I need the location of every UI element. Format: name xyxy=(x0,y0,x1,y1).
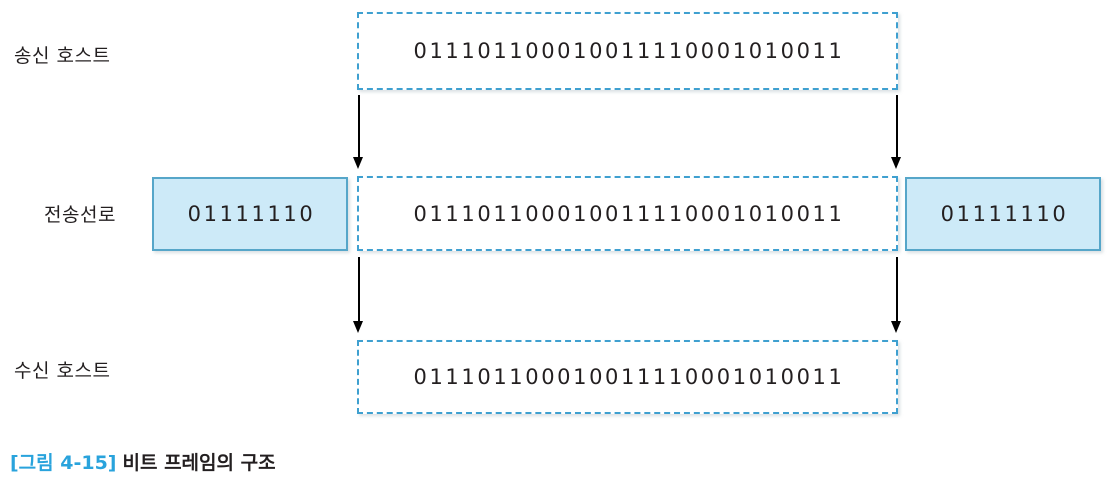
arrow-down-left-top xyxy=(352,95,366,171)
arrow-down-right-bottom xyxy=(890,257,904,335)
figure-caption-number: [그림 4-15] xyxy=(10,452,117,474)
flag-box-right: 01111110 xyxy=(905,177,1101,251)
row-label-sending-host: 송신 호스트 xyxy=(14,45,111,67)
frame-box-sending-host: 011101100010011110001010011 xyxy=(357,12,898,90)
frame-box-transmission-line: 011101100010011110001010011 xyxy=(357,176,898,251)
frame-box-receiving-host: 011101100010011110001010011 xyxy=(357,340,898,414)
flag-bits-right: 01111110 xyxy=(940,202,1069,226)
arrow-shaft xyxy=(358,95,360,159)
figure-caption-title: 비트 프레임의 구조 xyxy=(122,452,276,474)
bit-string-sending-host: 011101100010011110001010011 xyxy=(413,39,845,63)
figure-caption: [그림 4-15]비트 프레임의 구조 xyxy=(10,448,276,475)
arrow-shaft xyxy=(358,257,360,323)
bit-string-transmission-line: 011101100010011110001010011 xyxy=(413,201,845,226)
arrow-head xyxy=(353,157,363,169)
arrow-down-right-top xyxy=(890,95,904,171)
arrow-head xyxy=(353,321,363,333)
arrow-head xyxy=(891,321,901,333)
flag-bits-left: 01111110 xyxy=(187,202,316,226)
flag-box-left: 01111110 xyxy=(152,177,348,251)
row-label-transmission-line: 전송선로 xyxy=(44,204,116,226)
arrow-shaft xyxy=(896,95,898,159)
arrow-shaft xyxy=(896,257,898,323)
bit-string-receiving-host: 011101100010011110001010011 xyxy=(413,365,845,389)
row-label-receiving-host: 수신 호스트 xyxy=(14,360,111,382)
arrow-head xyxy=(891,157,901,169)
arrow-down-left-bottom xyxy=(352,257,366,335)
